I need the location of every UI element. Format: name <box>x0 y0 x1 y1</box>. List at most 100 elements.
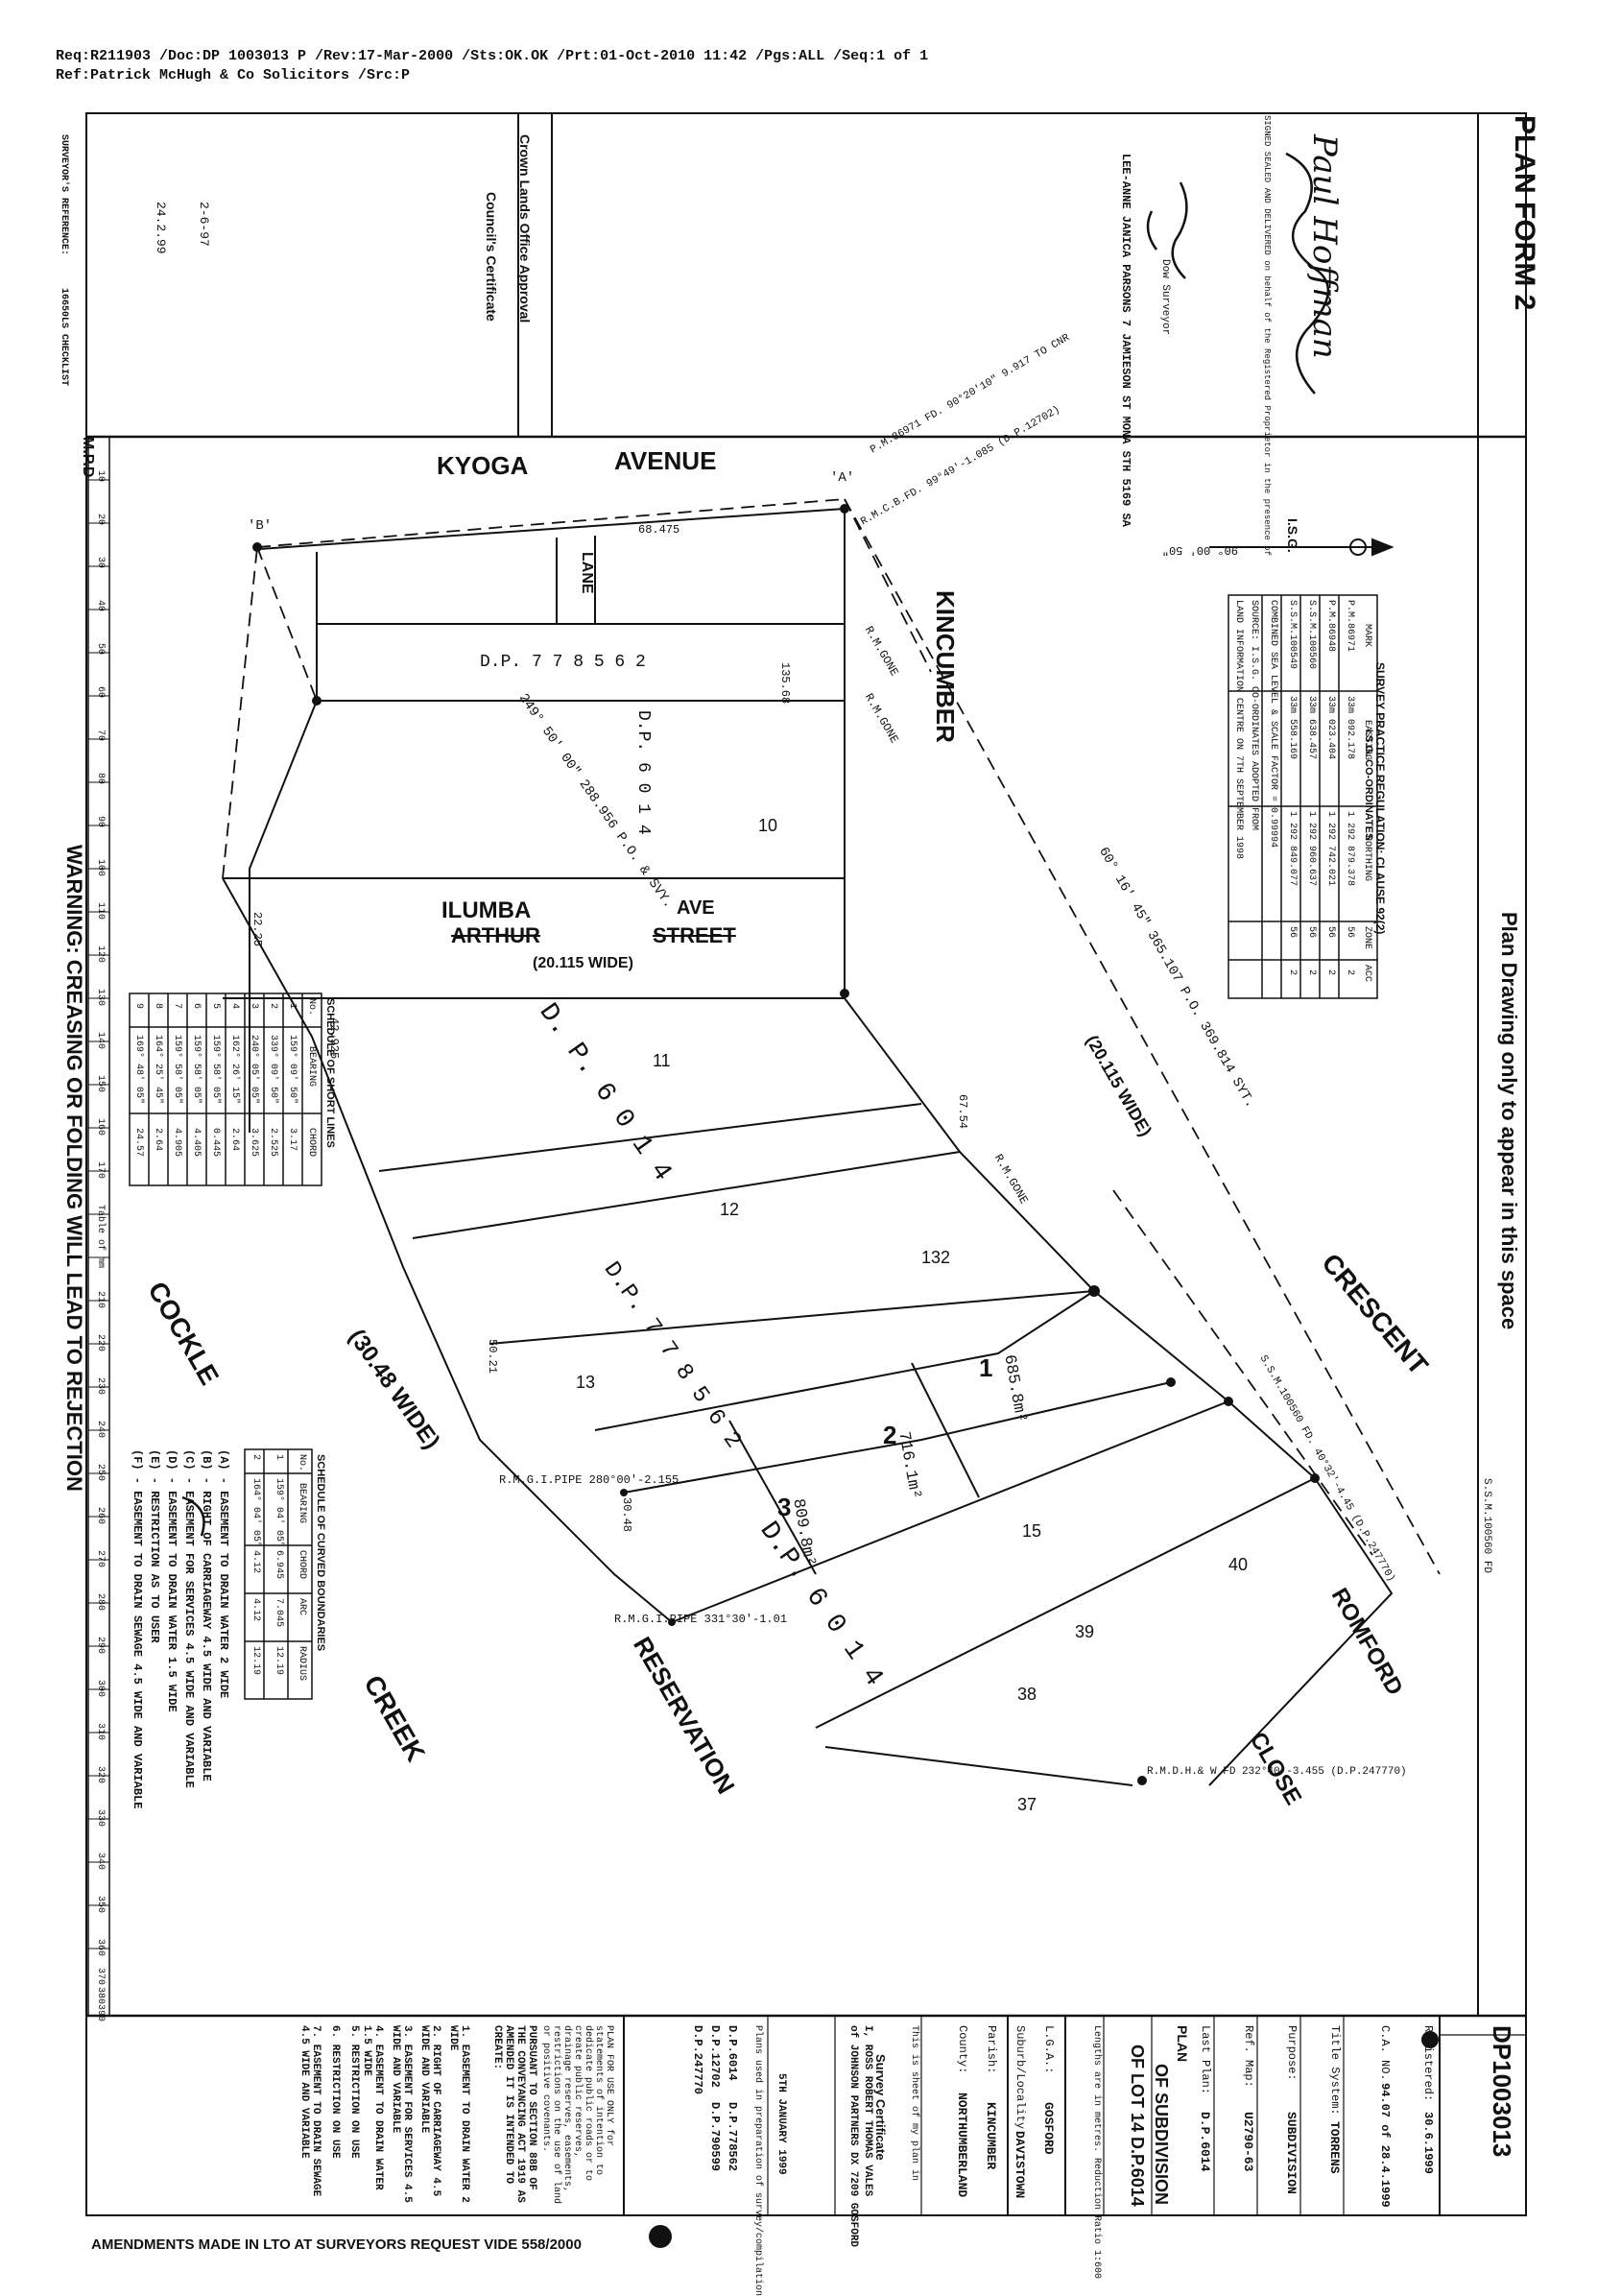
lot-12-label: 12 <box>720 1200 740 1219</box>
short-line-row: 7 <box>172 1003 182 1010</box>
ruler-label: 250 <box>95 1464 106 1482</box>
ruler-label: 160 <box>95 1118 106 1136</box>
ruler-label: 130 <box>95 989 106 1007</box>
isg-row-3-mark: S.S.M.100560 <box>1306 600 1317 670</box>
kincumber-label: KINCUMBER <box>931 590 960 743</box>
isg-label: I.S.G. <box>1285 518 1300 553</box>
kyoga-label: KYOGA <box>437 451 529 480</box>
isg-table-title: SURVEY PRACTICE REGULATION: CLAUSE 92(2) <box>1373 662 1387 935</box>
isg-row-2-northing: 1 292 742.021 <box>1325 811 1336 887</box>
dp6014-label: D.P. 6 0 1 4 <box>633 710 653 835</box>
isg-footer-2: SOURCE: I.S.G. CO-ORDINATES ADOPTED FROM <box>1249 600 1259 831</box>
isg-row-3-northing: 1 292 960.637 <box>1306 811 1317 887</box>
curved-boundaries-table-grid <box>244 1448 313 1700</box>
short-lines-table-grid <box>129 993 322 1186</box>
short-line-row: 2 <box>268 1003 278 1010</box>
short-line-row: 8 <box>153 1003 163 1010</box>
isg-row-1-mark: P.M.86971 <box>1345 600 1355 653</box>
dist-3048: 30.48 <box>620 1497 633 1533</box>
isg-bearing: 90° 00' 50" <box>1161 543 1238 557</box>
curved-row: 6.945 <box>274 1550 284 1580</box>
curved-row: 12.19 <box>250 1646 261 1676</box>
ruler-label: 320 <box>95 1766 106 1784</box>
pipe-mark-2: R.M.G.I.PIPE 331°30'-1.01 <box>614 1613 788 1626</box>
street-label: STREET <box>653 923 736 947</box>
curved-header-chord: CHORD <box>297 1550 307 1580</box>
short-line-row: 3.625 <box>249 1128 259 1158</box>
ruler-label: 380 <box>95 1987 106 2005</box>
curved-header-arc: ARC <box>297 1598 307 1616</box>
short-line-row: 169° 48' 05" <box>133 1035 144 1105</box>
ruler-label: 270 <box>95 1550 106 1568</box>
short-line-row: 4.905 <box>172 1128 182 1158</box>
intent-p1: PLAN FOR USE ONLY for statements of inte… <box>540 2025 614 2205</box>
isg-row-1-zone: 56 <box>1345 926 1355 939</box>
purpose-value: SUBDIVISION <box>1284 2112 1299 2194</box>
curved-row: 164° 04' 05" <box>250 1478 261 1548</box>
surveyors-ref: 16650LS CHECKLIST <box>59 288 69 387</box>
locality-value: DAVISTOWN <box>1013 2131 1027 2199</box>
curved-row: 1 <box>274 1454 284 1461</box>
ca-value: 94.07 of 28.4.1999 <box>1378 2083 1392 2208</box>
surveyors-ref-label: SURVEYOR'S REFERENCE: <box>59 134 69 256</box>
north-arrow-icon <box>1209 538 1394 557</box>
lot-13-label: 13 <box>576 1373 596 1392</box>
curved-boundaries-title: SCHEDULE OF CURVED BOUNDARIES <box>315 1454 326 1652</box>
lot-37-label: 37 <box>1017 1795 1037 1814</box>
ruler-label: 300 <box>95 1680 106 1698</box>
isg-header-northing: NORTHING <box>1362 835 1372 882</box>
easement-note: (A) - EASEMENT TO DRAIN WATER 2 WIDE <box>217 1449 230 1699</box>
plan-area <box>85 436 1527 2017</box>
curved-header-bearing: BEARING <box>297 1483 307 1524</box>
plans-used-item: D.P.6014 <box>726 2025 739 2081</box>
short-lines-header-chord: CHORD <box>306 1128 317 1158</box>
ruler-label: 80 <box>95 773 106 785</box>
plans-used-item: D.P.12702 <box>708 2025 722 2088</box>
isg-header-acc: ACC <box>1362 965 1372 983</box>
easement-note: (F) - EASEMENT TO DRAIN SEWAGE 4.5 WIDE … <box>131 1449 144 1809</box>
isg-row-2-easting: 33m 023.404 <box>1325 696 1336 760</box>
county-value: NORTHUMBERLAND <box>955 2093 969 2198</box>
short-line-row: 3 <box>249 1003 259 1010</box>
lot-11-label: 11 <box>653 1051 671 1070</box>
lga-value: GOSFORD <box>1041 2102 1056 2155</box>
surveyor-firm: of JOHNSON PARTNERS DX 7209 GOSFORD <box>847 2025 859 2248</box>
isg-row-4-northing: 1 292 849.077 <box>1287 811 1298 887</box>
signature-drawing <box>181 152 1330 1537</box>
curved-row: 4.12 <box>250 1550 261 1574</box>
lot-132-label: 132 <box>921 1248 951 1267</box>
arthur-label: ARTHUR <box>451 923 540 947</box>
short-line-row: 159° 58' 05" <box>191 1035 202 1105</box>
ruler-label: 290 <box>95 1637 106 1655</box>
short-line-row: 3.17 <box>287 1128 298 1152</box>
pipe-mark-1: R.M.G.I.PIPE 280°00'-2.155 <box>499 1473 679 1487</box>
short-line-row: 240° 05' 05" <box>249 1035 259 1105</box>
isg-row-3-easting: 33m 638.457 <box>1306 696 1317 760</box>
lot-40-label: 40 <box>1228 1555 1249 1574</box>
isg-row-3-zone: 56 <box>1306 926 1317 939</box>
short-lines-header-bearing: BEARING <box>306 1046 317 1088</box>
plan-label: PLAN <box>1175 2025 1190 2063</box>
parish-label: Parish: <box>985 2025 998 2074</box>
curved-row: 159° 04' 05" <box>274 1478 284 1548</box>
point-a: 'A' <box>830 470 855 486</box>
short-line-row: 6 <box>191 1003 202 1010</box>
dp-number: DP1003013 <box>1488 2025 1516 2158</box>
ruler-label: 100 <box>95 859 106 877</box>
ruler-label: 120 <box>95 945 106 964</box>
curved-row: 7.045 <box>274 1598 284 1628</box>
romford-mark: R.M.D.H.& W FD 232°40'-3.455 (D.P.247770… <box>1147 1766 1407 1778</box>
lot-39-label: 39 <box>1075 1622 1095 1641</box>
ruler-label: 260 <box>95 1507 106 1525</box>
purpose-label: Purpose: <box>1285 2025 1299 2081</box>
avenue-label: AVENUE <box>614 446 717 475</box>
ruler-label: 340 <box>95 1853 106 1871</box>
ruler-label: 230 <box>95 1377 106 1396</box>
lot-10-label: 10 <box>758 816 778 835</box>
ruler-label: 20 <box>95 514 106 526</box>
subdivision-number: 2-6-97 <box>197 202 211 247</box>
locality-label: Suburb/Locality: <box>1013 2025 1027 2137</box>
intent-item: 2. RIGHT OF CARRIAGEWAY 4.5 WIDE AND VAR… <box>418 2025 441 2197</box>
ruler-label: 90 <box>95 816 106 828</box>
ruler-label: 40 <box>95 600 106 612</box>
